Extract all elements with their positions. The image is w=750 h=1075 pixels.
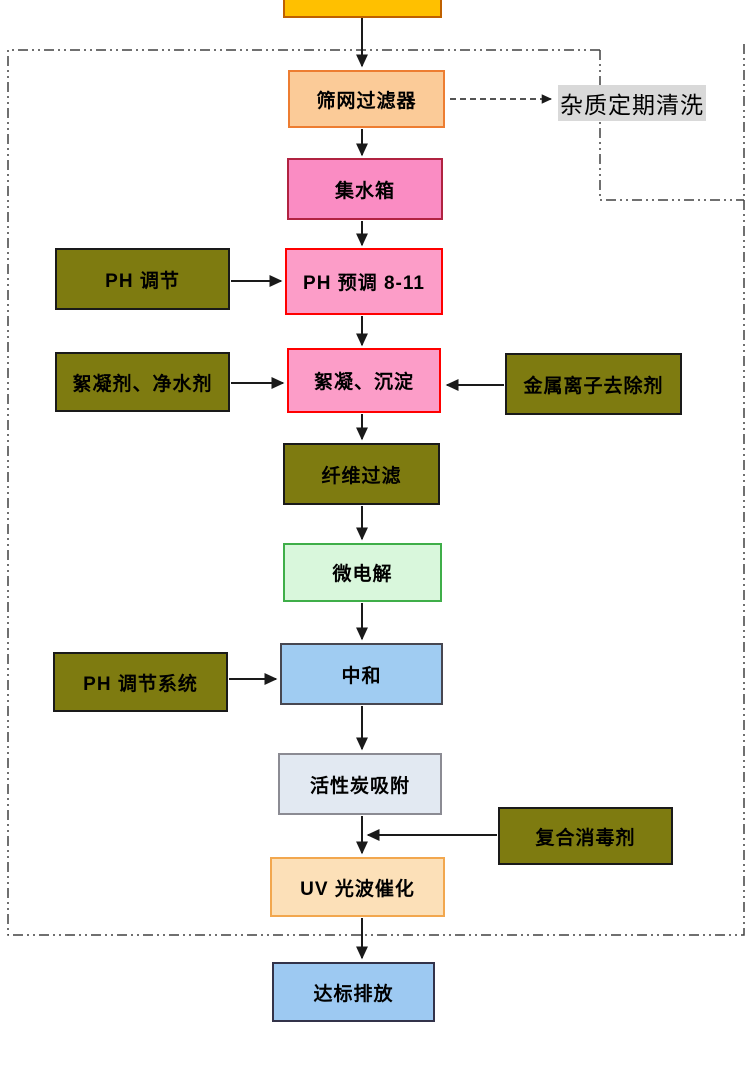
- node-fiber-filtration: 纤维过滤: [283, 443, 440, 505]
- node-discharge: 达标排放: [272, 962, 435, 1022]
- node-label: PH 调节系统: [83, 673, 198, 695]
- node-compound-disinfectant: 复合消毒剂: [498, 807, 673, 865]
- node-flocculant-purifier: 絮凝剂、净水剂: [55, 352, 230, 412]
- node-label: PH 预调 8-11: [303, 273, 425, 294]
- node-screen-filter: 筛网过滤器: [288, 70, 445, 128]
- node-label: 中和: [341, 665, 382, 687]
- node-uv-catalysis: UV 光波催化: [270, 857, 445, 917]
- node-label: 达标排放: [313, 983, 394, 1005]
- node-ph-precondition: PH 预调 8-11: [285, 248, 443, 315]
- node-ph-adjust: PH 调节: [55, 248, 230, 310]
- dashed-boundary-step: [599, 50, 744, 201]
- node-label: 微电解: [332, 564, 393, 585]
- node-activated-carbon: 活性炭吸附: [278, 753, 442, 815]
- node-label: 活性炭吸附: [309, 775, 410, 797]
- node-micro-electrolysis: 微电解: [283, 543, 442, 602]
- node-source-box: [283, 0, 442, 18]
- node-label: 集水箱: [334, 180, 395, 202]
- node-label: 纤维过滤: [321, 465, 402, 487]
- node-ph-adjust-system: PH 调节系统: [53, 652, 228, 712]
- dashed-boundary: [7, 43, 745, 936]
- node-label: 金属离子去除剂: [523, 375, 664, 397]
- node-label: UV 光波催化: [300, 878, 415, 900]
- node-label: 絮凝、沉淀: [313, 372, 414, 393]
- node-label: 筛网过滤器: [316, 90, 417, 112]
- node-metal-ion-remover: 金属离子去除剂: [505, 353, 682, 415]
- node-label: 复合消毒剂: [535, 827, 636, 849]
- node-label: PH 调节: [105, 270, 180, 292]
- impurity-cleaning-note: 杂质定期清洗: [558, 85, 706, 121]
- node-collect-tank: 集水箱: [287, 158, 443, 220]
- node-flocculation-sedimentation: 絮凝、沉淀: [287, 348, 441, 413]
- node-neutralization: 中和: [280, 643, 443, 705]
- node-label: 絮凝剂、净水剂: [72, 373, 213, 395]
